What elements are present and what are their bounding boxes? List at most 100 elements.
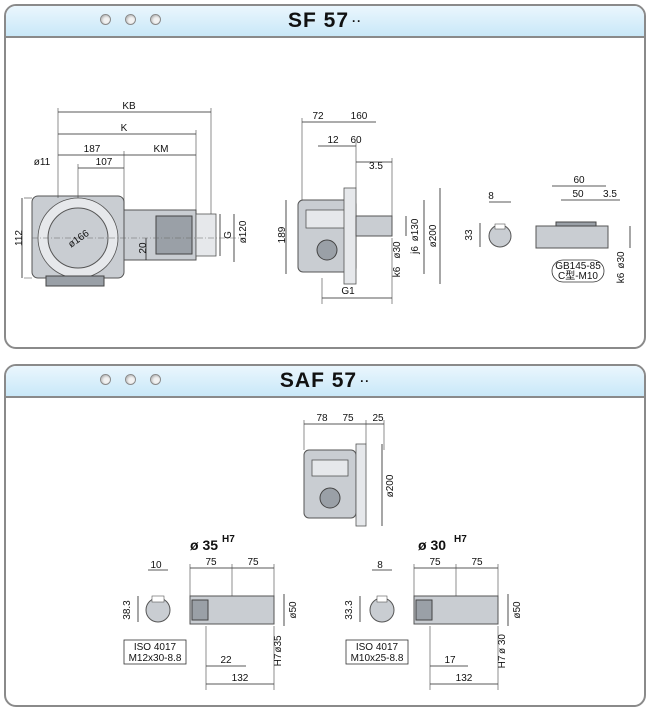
sf57-header: SF 57·· <box>6 6 644 38</box>
gb-callout <box>551 259 605 283</box>
label-m10: M10x25-8.8 <box>351 653 404 664</box>
label-d30: ø 30 <box>497 634 508 654</box>
shaft-end <box>316 239 338 261</box>
title-suffix: ·· <box>360 374 371 389</box>
label-107: 107 <box>96 157 113 168</box>
title-suffix: ·· <box>352 14 363 29</box>
label-g: G <box>223 231 234 239</box>
label-75b: 75 <box>247 557 259 568</box>
hollow-bore <box>319 487 341 509</box>
dot-icon <box>100 14 111 25</box>
sf57-shaft-detail: 8 33 60 50 3.5 GB145-85 C型-M10 ø30 k6 <box>464 175 631 283</box>
dot-icon <box>125 14 136 25</box>
label-33.3: 33.3 <box>344 600 355 620</box>
header-dots <box>100 374 161 385</box>
label-k6b: k6 <box>616 272 627 283</box>
bore30-heading: ø 30 <box>418 537 446 553</box>
label-d30: ø30 <box>392 241 403 259</box>
dot-icon <box>100 374 111 385</box>
label-cm10: C型-M10 <box>558 269 598 282</box>
foot <box>45 275 105 287</box>
label-d130: ø130 <box>410 218 421 241</box>
label-km: KM <box>154 144 169 155</box>
label-8: 8 <box>488 191 494 202</box>
label-17: 17 <box>444 655 456 666</box>
saf57-bore-35: ø 35 H7 10 38.3 75 75 ø50 ø35 H7 I <box>122 534 299 690</box>
bore35-tol: H7 <box>222 534 235 545</box>
label-132: 132 <box>232 673 249 684</box>
saf57-header: SAF 57·· <box>6 366 644 398</box>
label-gb145: GB145-85 <box>555 261 601 272</box>
label-112: 112 <box>14 230 25 246</box>
label-d50: ø50 <box>288 601 299 619</box>
sf57-end-view: 72 160 12 60 3.5 189 ø30 k6 ø130 j6 ø200… <box>277 111 441 304</box>
flange-edge <box>343 187 357 285</box>
saf57-title: SAF 57·· <box>6 369 644 393</box>
label-38.3: 38.3 <box>122 600 133 620</box>
label-iso: ISO 4017 <box>134 642 177 653</box>
label-78: 78 <box>316 413 328 424</box>
housing-top <box>305 209 349 229</box>
label-20: 20 <box>138 242 149 254</box>
motor-terminal <box>155 215 193 255</box>
iso-callout <box>345 639 409 665</box>
key <box>555 221 597 227</box>
label-d30b: ø30 <box>616 251 627 269</box>
bore35-heading: ø 35 <box>190 537 218 553</box>
label-h7: H7 <box>273 653 284 666</box>
label-iso: ISO 4017 <box>356 642 399 653</box>
label-d50: ø50 <box>512 601 523 619</box>
label-d35: ø35 <box>273 635 284 653</box>
label-10: 10 <box>150 560 162 571</box>
label-d200: ø200 <box>428 224 439 247</box>
saf57-panel: SAF 57·· 78 75 25 ø200 ø 35 H7 <box>4 364 646 707</box>
label-8: 8 <box>377 560 383 571</box>
label-m12: M12x30-8.8 <box>129 653 182 664</box>
saf57-bore-30: ø 30 H7 8 33.3 75 75 ø50 ø 30 H7 I <box>344 534 523 690</box>
label-d120: ø120 <box>238 220 249 243</box>
saf57-end-view: 78 75 25 ø200 <box>303 413 396 527</box>
label-75a: 75 <box>429 557 441 568</box>
sf57-title: SF 57·· <box>6 9 644 33</box>
label-33: 33 <box>464 229 475 241</box>
saf57-title-text: SAF 57 <box>279 369 358 392</box>
label-60b: 60 <box>573 175 585 186</box>
output-shaft <box>355 215 393 237</box>
dot-icon <box>125 374 136 385</box>
sf57-title-text: SF 57 <box>287 9 350 32</box>
flange-edge <box>355 443 367 527</box>
label-189: 189 <box>277 226 288 243</box>
label-50: 50 <box>572 189 584 200</box>
label-72: 72 <box>312 111 324 122</box>
label-k: K <box>121 123 128 134</box>
label-g1: G1 <box>341 286 355 297</box>
label-22: 22 <box>220 655 232 666</box>
label-187: 187 <box>84 144 101 155</box>
label-25: 25 <box>372 413 384 424</box>
label-75: 75 <box>342 413 354 424</box>
motor-fan-cover <box>195 213 217 257</box>
label-60: 60 <box>350 135 362 146</box>
label-j6: j6 <box>410 246 421 255</box>
sf57-drawing: KB K ø11 187 107 KM ø166 112 20 G ø120 <box>14 101 631 304</box>
shaft-side <box>535 225 609 249</box>
label-160: 160 <box>351 111 368 122</box>
dot-icon <box>150 14 161 25</box>
label-12: 12 <box>327 135 339 146</box>
label-h7: H7 <box>497 655 508 668</box>
sf57-side-view: KB K ø11 187 107 KM ø166 112 20 G ø120 <box>14 101 249 287</box>
label-75a: 75 <box>205 557 217 568</box>
sf57-panel: SF 57·· <box>4 4 646 349</box>
bore30-tol: H7 <box>454 534 467 545</box>
header-dots <box>100 14 161 25</box>
label-3.5b: 3.5 <box>603 189 617 200</box>
label-75b: 75 <box>471 557 483 568</box>
saf57-drawing: 78 75 25 ø200 ø 35 H7 10 38.3 <box>122 413 523 690</box>
label-3.5: 3.5 <box>369 161 383 172</box>
iso-callout <box>123 639 187 665</box>
label-132: 132 <box>456 673 473 684</box>
label-d200: ø200 <box>385 474 396 497</box>
label-kb: KB <box>122 101 136 112</box>
label-d11: ø11 <box>34 157 51 168</box>
dot-icon <box>150 374 161 385</box>
